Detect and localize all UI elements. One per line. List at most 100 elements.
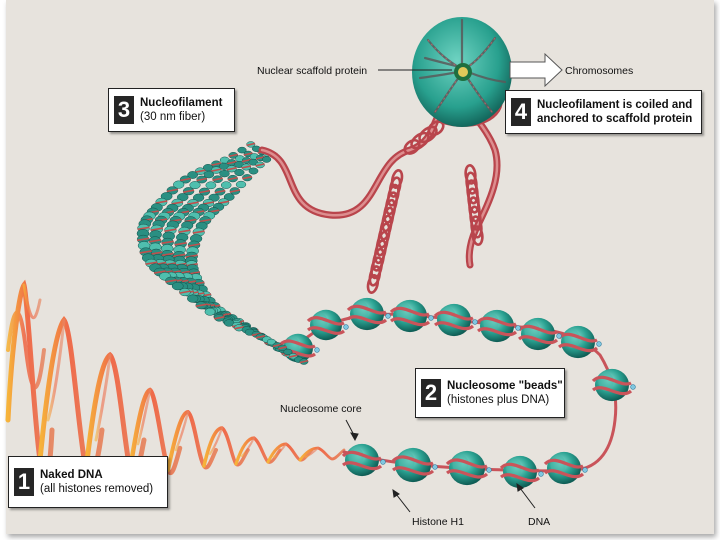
step-4-line1: Nucleofilament is coiled and <box>537 99 693 111</box>
fiber-dna-wrap <box>227 176 238 181</box>
coil-turn <box>387 183 400 207</box>
coil-turn <box>418 125 438 144</box>
fiber-nucleosome <box>203 170 215 179</box>
nucleosome-bead <box>591 368 636 402</box>
fiber-dna-wrap <box>153 270 166 274</box>
fiber-dna-wrap <box>229 189 241 193</box>
fiber-nucleosome <box>189 181 201 190</box>
step-4-line2: anchored to scaffold protein <box>537 113 693 125</box>
fiber-dna-wrap <box>150 251 163 255</box>
nucleosome-bead <box>517 317 562 351</box>
nucleofilament-30nm-fiber <box>136 141 309 365</box>
fiber-dna-wrap <box>183 189 195 193</box>
fiber-nucleosome <box>223 193 235 201</box>
fiber-dna-wrap <box>214 316 225 320</box>
fiber-dna-wrap <box>178 229 191 233</box>
fiber-nucleosome <box>219 169 230 178</box>
fiber-dna-wrap <box>166 188 179 193</box>
coil-turn <box>368 265 382 287</box>
nucleosome-bead <box>499 455 544 489</box>
fiber-nucleosome <box>220 181 232 189</box>
fiber-dna-wrap <box>218 200 230 205</box>
fiber-nucleosome <box>187 294 199 303</box>
fiber-nucleosome <box>205 181 217 190</box>
fiber-nucleosome <box>204 307 216 316</box>
nucleosome-bead <box>341 443 386 477</box>
step-4-box: 4 Nucleofilament is coiled and anchored … <box>505 90 702 134</box>
nuclear-scaffold <box>412 17 512 127</box>
fiber-dna-wrap <box>137 237 150 242</box>
fiber-dna-wrap <box>299 359 309 364</box>
fiber-dna-wrap <box>195 169 206 173</box>
fiber-dna-wrap <box>171 201 184 205</box>
coil-turn <box>410 131 430 150</box>
coil-turn <box>470 215 483 239</box>
fiber-dna-wrap <box>174 242 187 246</box>
fiber-dna-wrap <box>199 189 210 194</box>
nuclear-scaffold-protein-label: Nuclear scaffold protein <box>257 65 367 77</box>
fiber-dna-wrap <box>246 142 256 147</box>
dna-label: DNA <box>528 516 550 528</box>
fiber-nucleosome <box>173 180 185 189</box>
fiber-dna-wrap <box>196 177 208 182</box>
nucleosome-bead <box>433 303 478 337</box>
step-2-text: Nucleosome "beads" (histones plus DNA) <box>447 379 563 407</box>
step-3-title: Nucleofilament <box>140 97 223 109</box>
fiber-nucleosome <box>176 193 189 202</box>
step-1-title: Naked DNA <box>40 469 103 481</box>
coil-turn <box>427 120 445 137</box>
fiber-dna-wrap <box>212 177 223 181</box>
fiber-dna-wrap <box>164 228 177 232</box>
nucleosome-bead <box>389 299 434 333</box>
fiber-dna-wrap <box>165 279 177 283</box>
fiber-dna-wrap <box>234 326 245 330</box>
step-2-title: Nucleosome "beads" <box>447 380 563 392</box>
fiber-dna-wrap <box>139 250 152 254</box>
coil-springs <box>366 120 484 294</box>
step-3-number: 3 <box>114 96 134 124</box>
nucleosome-bead <box>306 309 349 341</box>
step-3-subtitle: (30 nm fiber) <box>140 111 206 123</box>
fiber-nucleosome <box>187 171 198 179</box>
fiber-dna-wrap <box>145 261 158 265</box>
fiber-dna-wrap <box>226 167 237 171</box>
fiber-dna-wrap <box>179 290 191 294</box>
fiber-nucleosome <box>234 168 245 177</box>
coil-turn <box>373 239 387 265</box>
naked-dna-helix <box>5 279 346 482</box>
fiber-dna-wrap <box>161 240 174 245</box>
fiber-dna-wrap <box>187 201 199 205</box>
step-2-subtitle: (histones plus DNA) <box>447 394 550 406</box>
step-1-box: 1 Naked DNA (all histones removed) <box>8 456 168 508</box>
step-2-box: 2 Nucleosome "beads" (histones plus DNA) <box>415 368 565 418</box>
step-1-subtitle: (all histones removed) <box>40 483 154 495</box>
coil-turn <box>468 196 481 223</box>
fiber-dna-wrap <box>161 252 174 257</box>
fiber-nucleosome <box>171 281 184 291</box>
fiber-nucleosome <box>262 156 272 163</box>
fiber-dna-wrap <box>155 200 168 204</box>
coil-turn <box>465 171 478 195</box>
nucleosome-bead <box>476 309 521 343</box>
fiber-dna-wrap <box>255 335 266 339</box>
fiber-dna-wrap <box>199 218 212 223</box>
step-4-text: Nucleofilament is coiled and anchored to… <box>537 98 692 126</box>
fiber-dna-wrap <box>150 227 163 231</box>
fiber-dna-wrap <box>137 226 150 231</box>
fiber-dna-wrap <box>148 239 162 243</box>
chromosomes-arrow <box>509 52 563 88</box>
fiber-dna-wrap <box>288 354 298 358</box>
coil-turn <box>403 138 421 155</box>
nucleosome-bead <box>557 325 602 359</box>
fiber-nucleosome <box>283 348 293 356</box>
coil-turn <box>372 247 385 272</box>
fiber-dna-wrap <box>241 165 252 169</box>
fiber-dna-wrap <box>185 254 198 258</box>
chromosomes-label: Chromosomes <box>565 65 633 77</box>
coil-turn <box>464 164 477 185</box>
histone-h1-label: Histone H1 <box>412 516 464 528</box>
step-3-text: Nucleofilament (30 nm fiber) <box>140 96 222 124</box>
fiber-dna-wrap <box>243 152 253 156</box>
